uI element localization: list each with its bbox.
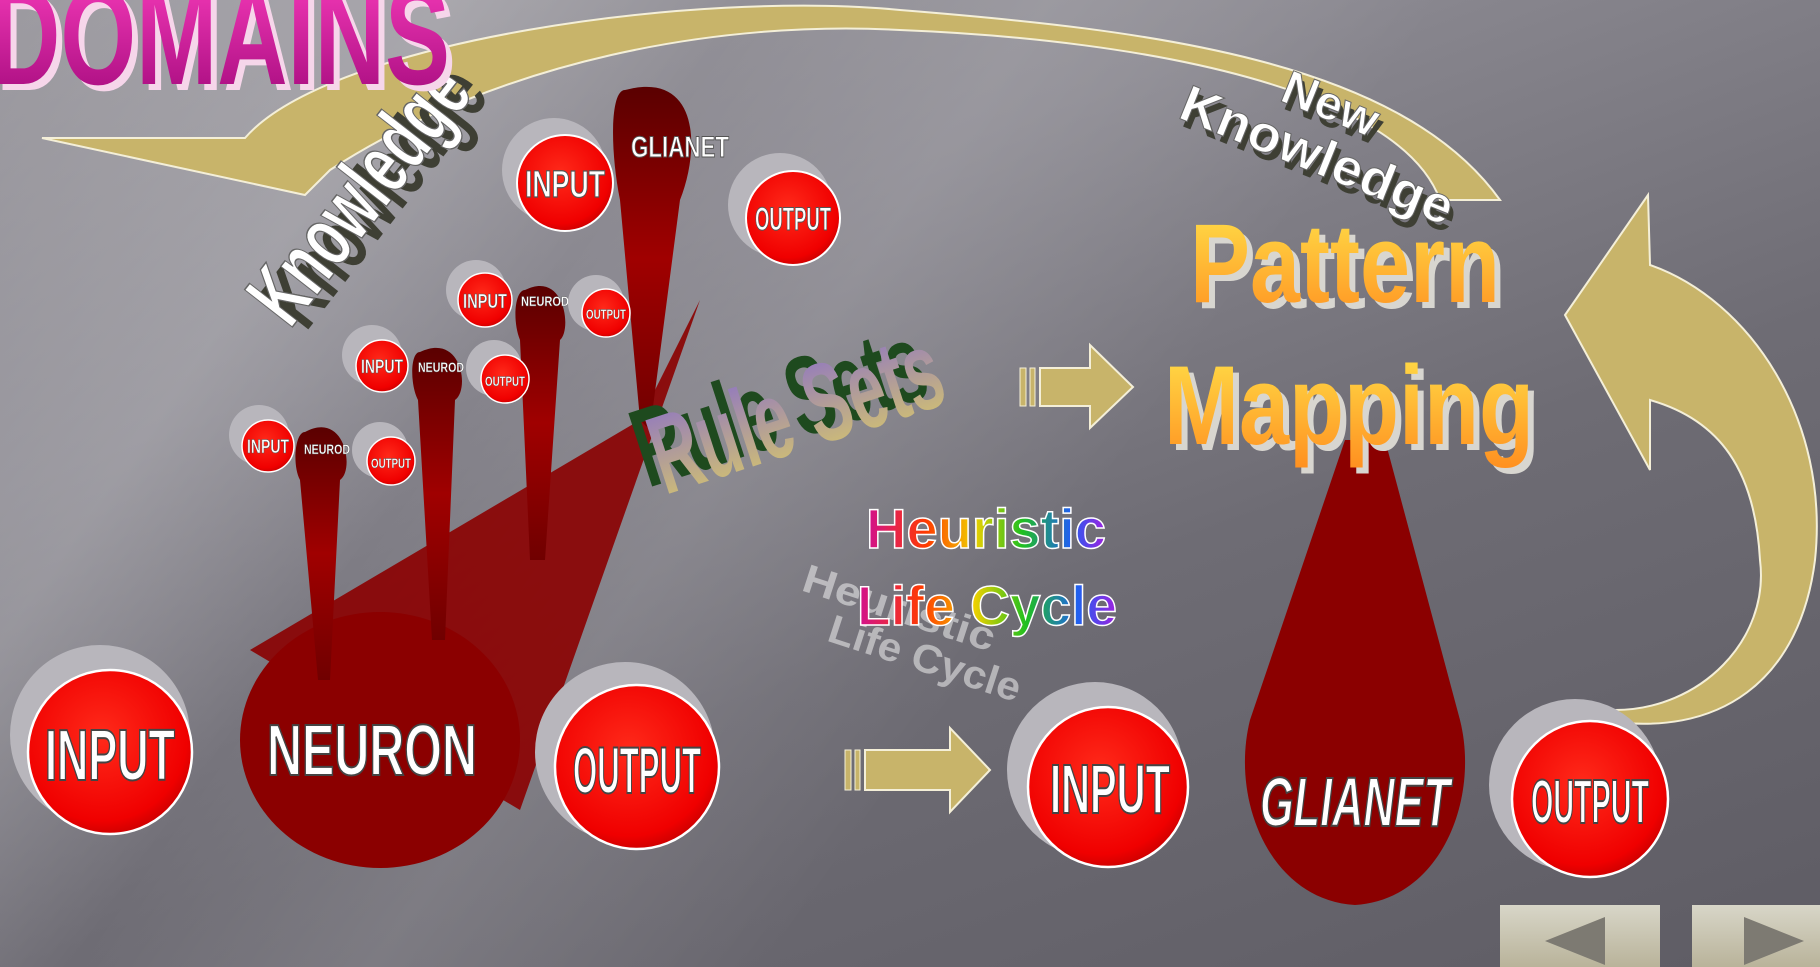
glianet-large-spike: [1244, 440, 1466, 905]
node-input-row1: INPUT: [446, 260, 513, 328]
pattern-label: Pattern: [1190, 201, 1500, 326]
previous-slide-button[interactable]: [1500, 905, 1660, 967]
node-input-large-left: INPUT: [10, 645, 194, 836]
node-output-row3-label: OUTPUT: [371, 455, 411, 471]
node-input-top-label: INPUT: [525, 164, 605, 206]
node-input-large-right-label: INPUT: [1050, 750, 1170, 828]
node-input-row1-label: INPUT: [463, 291, 507, 313]
node-output-large-left: OUTPUT: [535, 662, 721, 851]
knowledge-loop-arrow: [41, 4, 1502, 201]
node-output-row1: OUTPUT: [568, 275, 631, 338]
node-input-row3-label: INPUT: [247, 437, 289, 458]
neuron-base: [240, 612, 520, 868]
node-output-row3: OUTPUT: [352, 422, 416, 486]
neuron-label: NEURON: [267, 711, 477, 791]
node-output-large-right: OUTPUT: [1489, 699, 1670, 879]
triangle-right-icon: [1744, 917, 1804, 965]
neurod-row3-label: NEUROD: [304, 441, 350, 457]
node-input-row2: INPUT: [342, 325, 409, 393]
mapping-label: Mapping: [1164, 343, 1534, 468]
node-output-large-left-label: OUTPUT: [573, 733, 701, 807]
node-output-row2-label: OUTPUT: [485, 373, 525, 389]
node-input-row3: INPUT: [229, 405, 295, 473]
node-output-top: OUTPUT: [728, 153, 841, 266]
slide-title: DOMAINS: [0, 0, 450, 114]
neurod-spike-3: [295, 427, 347, 680]
mapping-shadow: Mapping: [1170, 349, 1540, 474]
triangle-left-icon: [1545, 917, 1605, 965]
neurod-spike-1: [515, 285, 566, 560]
next-slide-button[interactable]: [1692, 905, 1820, 967]
node-output-top-label: OUTPUT: [755, 201, 831, 237]
node-input-large-left-label: INPUT: [45, 716, 175, 796]
arrow-to-input: [844, 725, 992, 815]
neurod-row2-label: NEUROD: [418, 359, 464, 375]
neurod-row1-label: NEUROD: [521, 293, 569, 309]
heuristic-label: Heuristic: [866, 497, 1106, 560]
rule-sets-group: Rule Sets Rule Sets: [617, 299, 958, 518]
node-input-top: INPUT: [502, 118, 614, 232]
slide-title-shadow: DOMAINS: [0, 0, 456, 120]
arrow-to-pattern: [1019, 342, 1135, 431]
glianet-small-label: GLIANET: [631, 131, 729, 164]
glianet-large-label: GLIANET: [1260, 763, 1453, 841]
node-output-row2: OUTPUT: [466, 340, 530, 404]
glianet-spike-small: [613, 86, 692, 430]
node-input-large-right: INPUT: [1007, 682, 1190, 869]
node-output-large-right-label: OUTPUT: [1531, 768, 1649, 837]
node-output-row1-label: OUTPUT: [586, 306, 626, 322]
pattern-shadow: Pattern: [1196, 207, 1506, 332]
neurod-spike-2: [412, 347, 462, 640]
node-input-row2-label: INPUT: [361, 357, 403, 378]
life-cycle-label: Life Cycle: [857, 574, 1117, 637]
feedback-curve-arrow: [1563, 191, 1818, 725]
